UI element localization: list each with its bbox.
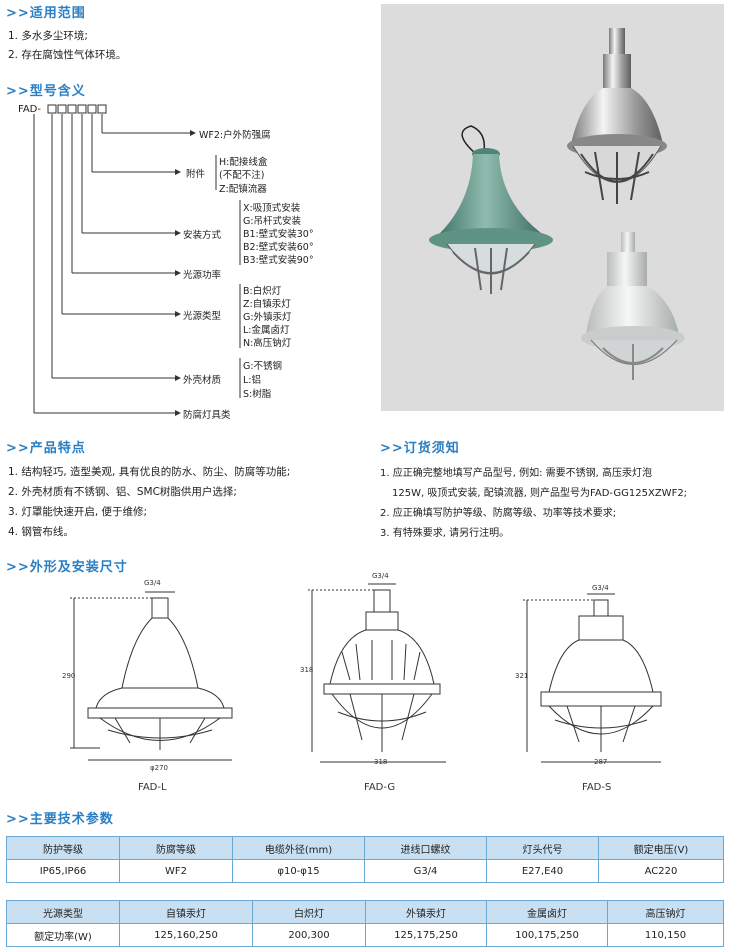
fad-g-width: 318 bbox=[374, 758, 388, 766]
features-title: >>产品特点 bbox=[6, 441, 86, 456]
source-item: N:高压钠灯 bbox=[243, 338, 292, 349]
mounting-item: X:吸顶式安装 bbox=[243, 203, 301, 214]
table-row: 光源类型 自镇汞灯 白炽灯 外镇汞灯 金属卤灯 高压钠灯 bbox=[6, 900, 724, 924]
fad-s-thread: G3/4 bbox=[592, 584, 609, 592]
mounting-label: 安装方式 bbox=[183, 230, 222, 241]
housing-item: S:树脂 bbox=[243, 389, 272, 400]
table-cell: φ10-φ15 bbox=[232, 859, 365, 883]
table-cell: 防护等级 bbox=[6, 836, 120, 860]
fad-g-label: FAD-G bbox=[364, 782, 396, 793]
source-item: Z:自镇汞灯 bbox=[243, 299, 291, 310]
mounting-item: B2:壁式安装60° bbox=[243, 242, 314, 253]
ordering-item: 2. 应正确填写防护等级、防腐等级、功率等技术要求; bbox=[380, 508, 617, 519]
ordering-title: >>订货须知 bbox=[380, 441, 460, 456]
power-label: 光源功率 bbox=[183, 270, 222, 281]
table-cell: 防腐等级 bbox=[119, 836, 233, 860]
accessory-item: H:配接线盒 bbox=[219, 157, 268, 168]
dimensions-title: >>外形及安装尺寸 bbox=[6, 560, 128, 575]
source-item: B:白炽灯 bbox=[243, 286, 282, 297]
ordering-item: 125W, 吸顶式安装, 配镇流器, 则产品型号为FAD-GG125XZWF2; bbox=[392, 488, 688, 499]
table-row: 防护等级 防腐等级 电缆外径(mm) 进线口螺纹 灯头代号 额定电压(V) bbox=[6, 836, 724, 860]
housing-item: L:铝 bbox=[243, 375, 261, 386]
table-cell: 自镇汞灯 bbox=[119, 900, 253, 924]
applicable-item: 2. 存在腐蚀性气体环境。 bbox=[8, 49, 127, 61]
model-code: FAD- bbox=[18, 104, 41, 115]
table-cell: WF2 bbox=[119, 859, 233, 883]
table-cell: 125,175,250 bbox=[365, 923, 487, 947]
table-cell: 额定电压(V) bbox=[598, 836, 724, 860]
mounting-item: B3:壁式安装90° bbox=[243, 255, 314, 266]
fad-l-height: 290 bbox=[62, 672, 76, 680]
table-row: IP65,IP66 WF2 φ10-φ15 G3/4 E27,E40 AC220 bbox=[6, 859, 724, 883]
model-wf2: WF2:户外防强腐 bbox=[199, 130, 271, 141]
source-item: L:金属卤灯 bbox=[243, 325, 290, 336]
table-cell: IP65,IP66 bbox=[6, 859, 120, 883]
table-cell: 进线口螺纹 bbox=[364, 836, 487, 860]
applicable-item: 1. 多水多尘环境; bbox=[8, 30, 88, 42]
fad-l-thread: G3/4 bbox=[144, 579, 161, 587]
fad-s-height: 321 bbox=[515, 672, 529, 680]
table-cell: 灯头代号 bbox=[486, 836, 599, 860]
source-label: 光源类型 bbox=[183, 311, 222, 322]
fad-l-label: FAD-L bbox=[138, 782, 167, 793]
model-tree-diagram bbox=[33, 104, 241, 416]
ordering-item: 3. 有特殊要求, 请另行注明。 bbox=[380, 528, 510, 539]
table-cell: 200,300 bbox=[252, 923, 366, 947]
applicable-title: >>适用范围 bbox=[6, 6, 86, 21]
white-lamp bbox=[581, 232, 685, 380]
mounting-item: B1:壁式安装30° bbox=[243, 229, 314, 240]
table-cell: 高压钠灯 bbox=[607, 900, 724, 924]
table-row: 额定功率(W) 125,160,250 200,300 125,175,250 … bbox=[6, 923, 724, 947]
table-cell: 110,150 bbox=[607, 923, 724, 947]
table-cell: AC220 bbox=[598, 859, 724, 883]
table-cell: 额定功率(W) bbox=[6, 923, 120, 947]
source-item: G:外镇汞灯 bbox=[243, 312, 292, 323]
fad-g-thread: G3/4 bbox=[372, 572, 389, 580]
fad-g-height: 318 bbox=[300, 666, 314, 674]
housing-label: 外壳材质 bbox=[183, 375, 222, 386]
table-cell: 外镇汞灯 bbox=[365, 900, 487, 924]
fad-s-width: 287 bbox=[594, 758, 608, 766]
feature-item: 1. 结构轻巧, 造型美观, 具有优良的防水、防尘、防腐等功能; bbox=[8, 466, 291, 478]
stainless-lamp bbox=[567, 28, 667, 204]
feature-item: 2. 外壳材质有不锈钢、铝、SMC树脂供用户选择; bbox=[8, 486, 237, 498]
lamp-photo-illustration bbox=[429, 28, 685, 380]
spec-table-1: 防护等级 防腐等级 电缆外径(mm) 进线口螺纹 灯头代号 额定电压(V) IP… bbox=[6, 836, 724, 883]
feature-item: 4. 钢管布线。 bbox=[8, 526, 74, 538]
model-title: >>型号含义 bbox=[6, 84, 86, 99]
spec-table-2: 光源类型 自镇汞灯 白炽灯 外镇汞灯 金属卤灯 高压钠灯 额定功率(W) 125… bbox=[6, 900, 724, 947]
housing-item: G:不锈钢 bbox=[243, 361, 283, 372]
product-photo bbox=[381, 4, 724, 411]
fad-g-drawing bbox=[308, 583, 446, 763]
table-cell: 电缆外径(mm) bbox=[232, 836, 365, 860]
accessory-item: (不配不注) bbox=[219, 170, 265, 181]
table-cell: G3/4 bbox=[364, 859, 487, 883]
accessory-item: Z:配镇流器 bbox=[219, 184, 267, 195]
table-cell: 125,160,250 bbox=[119, 923, 253, 947]
fad-l-drawing bbox=[70, 591, 233, 761]
ordering-item: 1. 应正确完整地填写产品型号, 例如: 需要不锈钢, 高压汞灯泡 bbox=[380, 468, 652, 479]
product-label: 防腐灯具类 bbox=[183, 410, 231, 421]
feature-item: 3. 灯罩能快速开启, 便于维修; bbox=[8, 506, 148, 518]
fad-l-width: φ270 bbox=[150, 764, 168, 772]
table-cell: 光源类型 bbox=[6, 900, 120, 924]
table-cell: E27,E40 bbox=[486, 859, 599, 883]
mounting-item: G:吊杆式安装 bbox=[243, 216, 302, 227]
fad-s-drawing bbox=[523, 593, 662, 763]
fad-s-label: FAD-S bbox=[582, 782, 612, 793]
table-cell: 金属卤灯 bbox=[486, 900, 608, 924]
accessory-label: 附件 bbox=[186, 169, 206, 180]
table-cell: 白炽灯 bbox=[252, 900, 366, 924]
green-lamp bbox=[429, 125, 553, 294]
table-cell: 100,175,250 bbox=[486, 923, 608, 947]
specs-title: >>主要技术参数 bbox=[6, 812, 114, 827]
